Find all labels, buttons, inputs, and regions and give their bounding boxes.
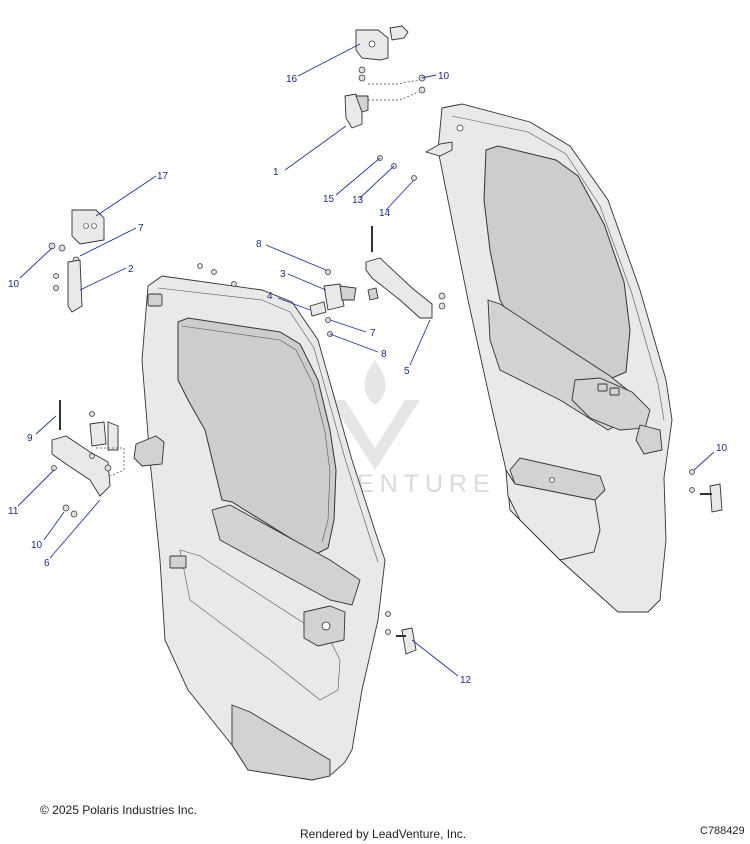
watermark-flame-icon bbox=[364, 360, 386, 405]
callout-8-center: 8 bbox=[381, 349, 387, 360]
callout-13: 13 bbox=[352, 195, 364, 206]
callout-7-center: 7 bbox=[370, 328, 376, 339]
right-door bbox=[437, 103, 673, 613]
left-upper-hinge-parts bbox=[48, 209, 105, 313]
callouts: 16 10 1 15 13 14 17 7 10 2 8 3 4 7 8 5 9… bbox=[8, 71, 728, 686]
callout-10-left: 10 bbox=[8, 279, 20, 290]
left-lower-hinge-parts bbox=[51, 400, 125, 518]
leader-lines bbox=[17, 43, 715, 677]
callout-10-top: 10 bbox=[438, 71, 450, 82]
callout-5: 5 bbox=[404, 366, 410, 377]
callout-11: 11 bbox=[8, 506, 19, 517]
callout-10-lower: 10 bbox=[31, 540, 43, 551]
callout-12: 12 bbox=[460, 675, 472, 686]
rendered-by-text: Rendered by LeadVenture, Inc. bbox=[300, 827, 467, 841]
callout-2: 2 bbox=[128, 264, 134, 275]
callout-7-left: 7 bbox=[138, 223, 144, 234]
callout-17: 17 bbox=[157, 171, 169, 182]
callout-14: 14 bbox=[379, 208, 391, 219]
callout-4: 4 bbox=[267, 291, 273, 302]
callout-1: 1 bbox=[273, 167, 279, 178]
callout-8-top: 8 bbox=[256, 239, 262, 250]
watermark-logo-icon bbox=[330, 400, 420, 470]
callout-10-right: 10 bbox=[716, 443, 728, 454]
callout-15: 15 bbox=[323, 194, 335, 205]
center-hinge-parts bbox=[197, 226, 446, 337]
callout-16: 16 bbox=[286, 74, 298, 85]
striker-parts bbox=[385, 469, 723, 655]
callout-9: 9 bbox=[27, 433, 33, 444]
callout-6: 6 bbox=[44, 558, 50, 569]
upper-hinge-parts bbox=[344, 25, 453, 181]
left-door bbox=[133, 275, 386, 781]
callout-3: 3 bbox=[280, 269, 286, 280]
figure-code: C788429 bbox=[700, 825, 745, 837]
copyright-text: © 2025 Polaris Industries Inc. bbox=[40, 803, 197, 817]
